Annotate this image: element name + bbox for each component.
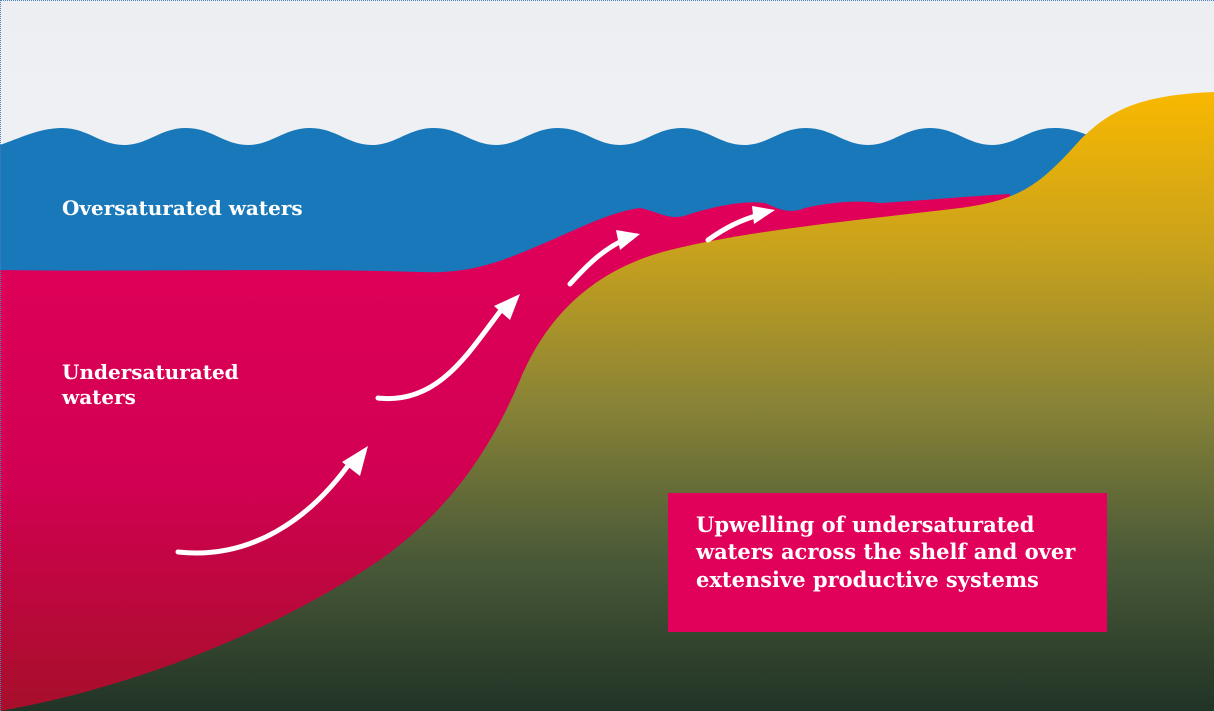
upwelling-arrow-icon [175, 457, 355, 556]
arrowheads [342, 206, 775, 476]
upwelling-arrow-icon [375, 302, 508, 402]
arrowhead-icon [342, 446, 368, 476]
arrowhead-icon [494, 294, 520, 320]
callout-text: Upwelling of undersaturated waters acros… [696, 512, 1076, 592]
oversaturated-label: Oversaturated waters [62, 196, 303, 220]
undersaturated-label: Undersaturated waters [62, 360, 239, 409]
arrowhead-icon [752, 206, 775, 224]
upwelling-callout: Upwelling of undersaturated waters acros… [668, 493, 1107, 632]
arrowhead-icon [616, 230, 640, 250]
